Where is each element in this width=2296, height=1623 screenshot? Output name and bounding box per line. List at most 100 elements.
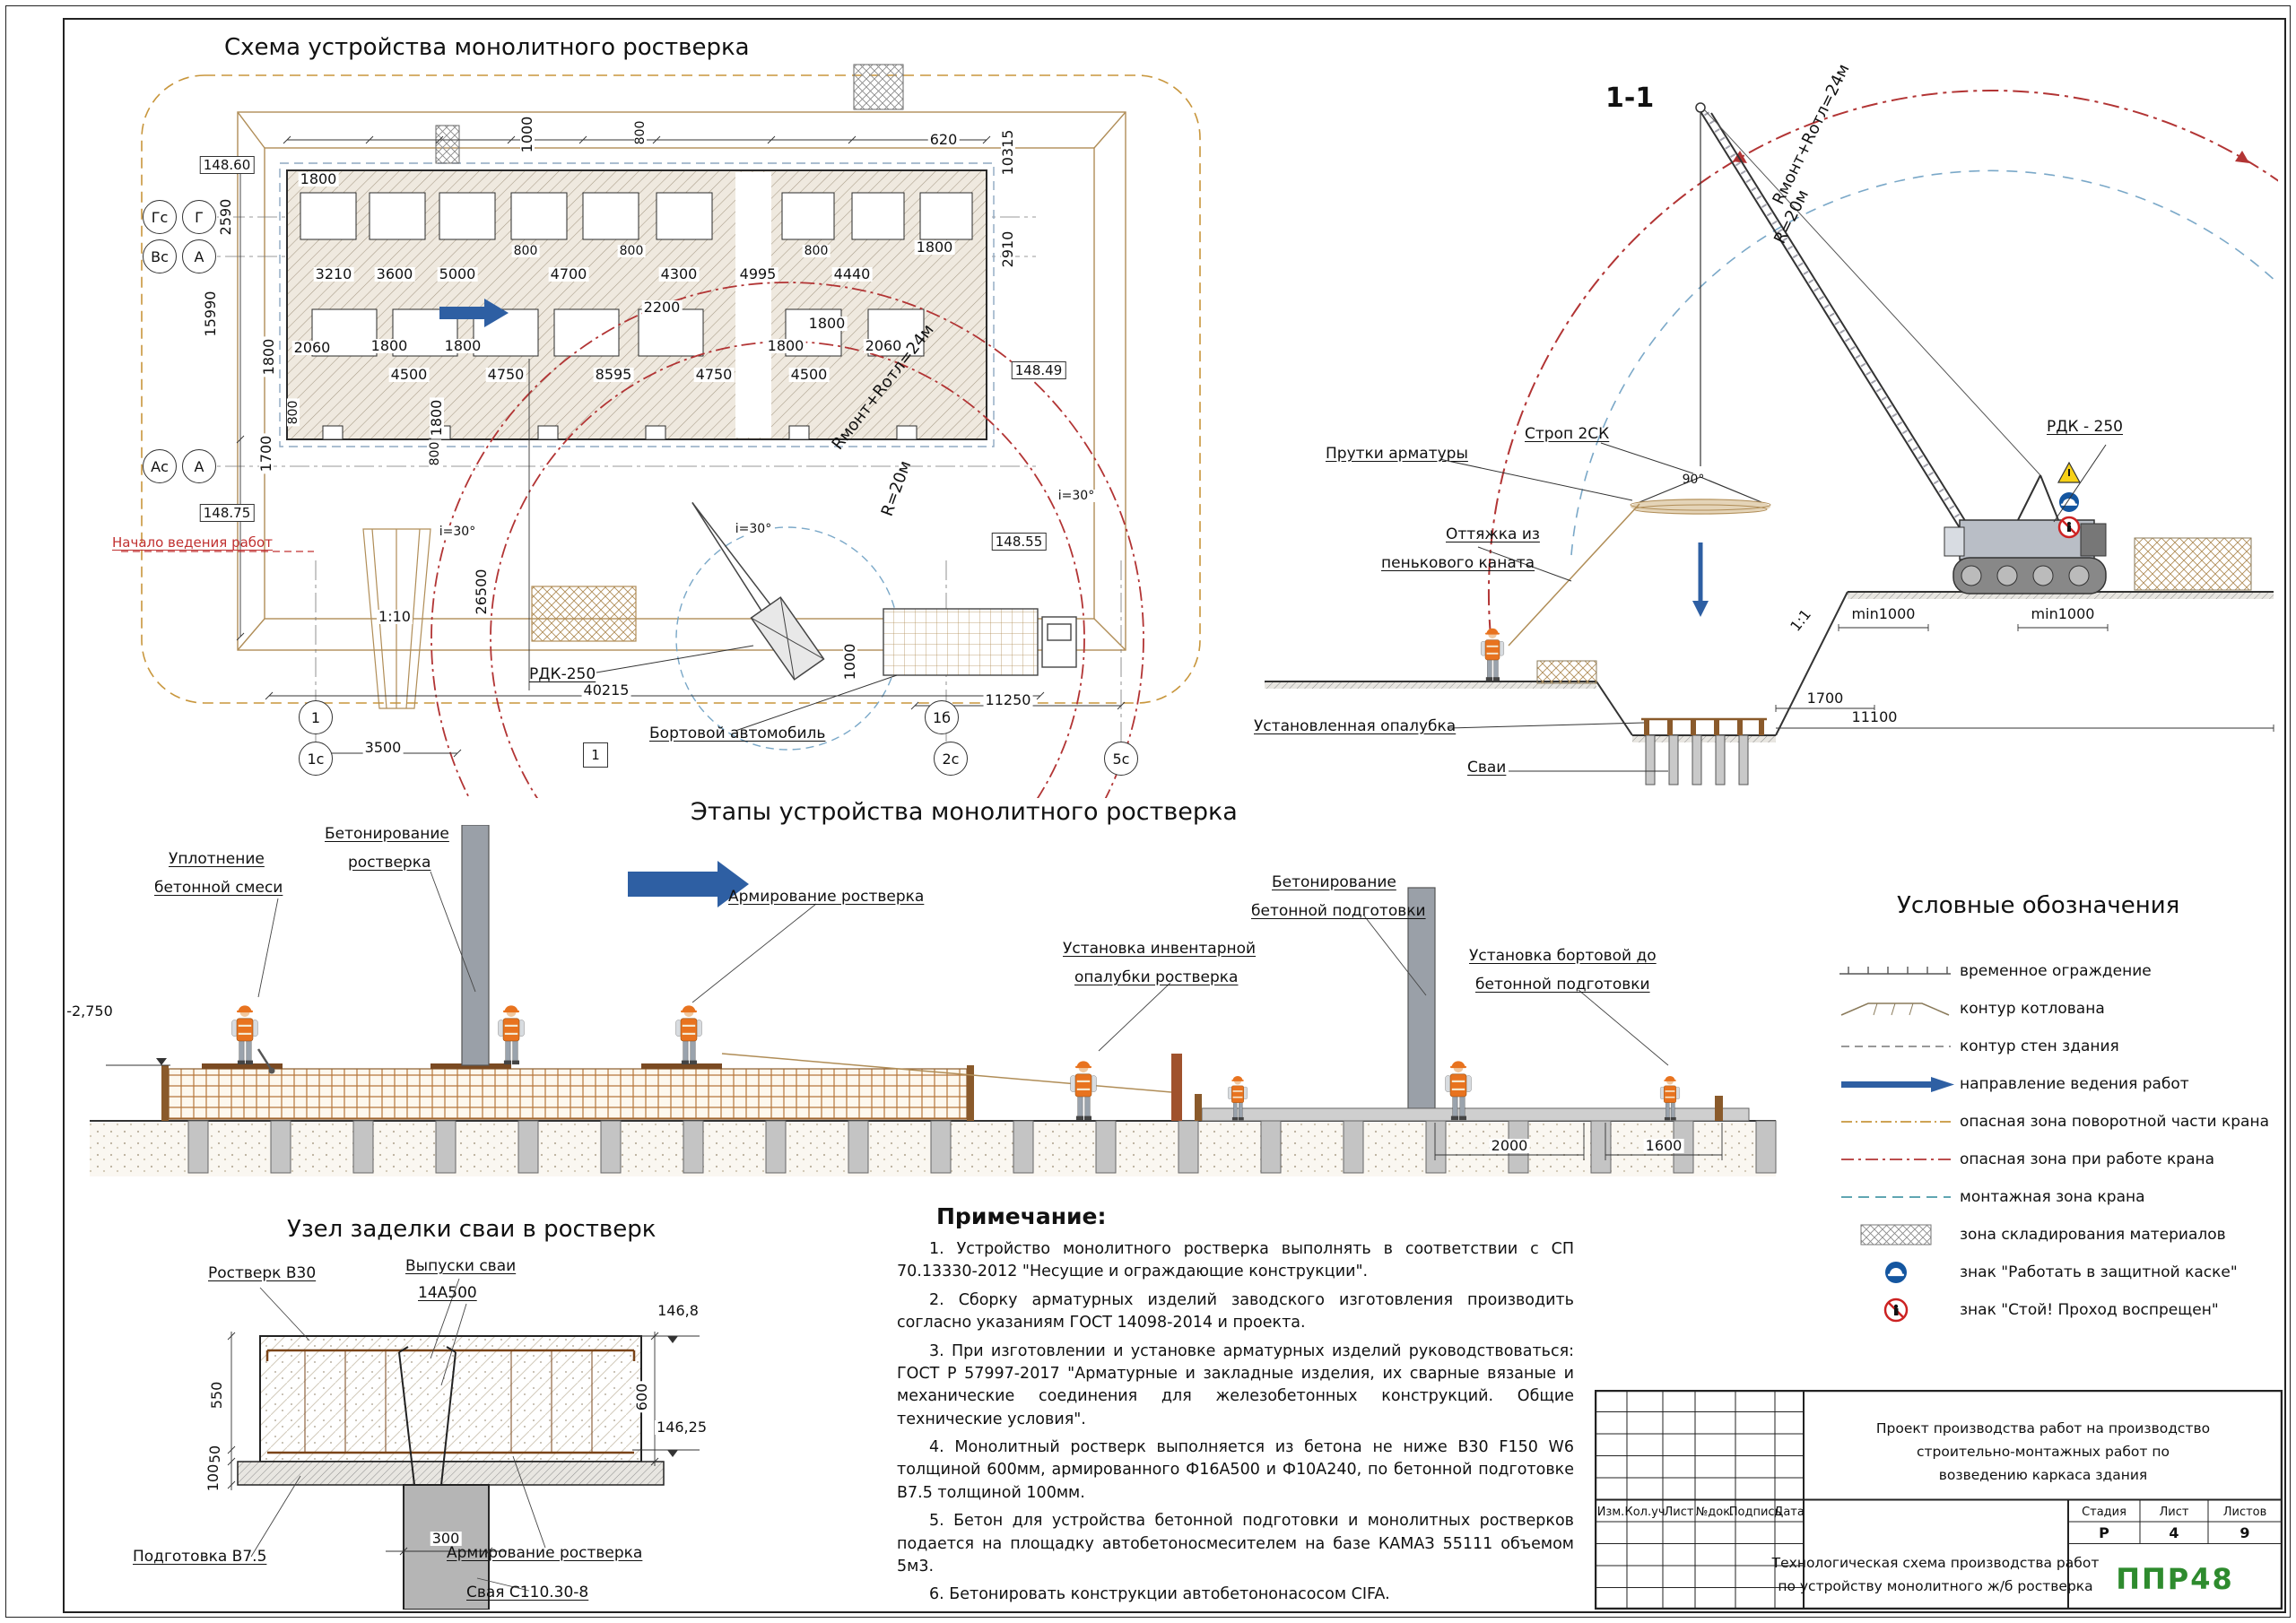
worker-figure: [1480, 627, 1505, 681]
section-leaders: [1439, 442, 2107, 772]
note-item: 2. Сборку арматурных изделий заводского …: [897, 1290, 1574, 1332]
section-title: 1-1: [1605, 82, 1655, 114]
crane-plan-label: РДК-250: [529, 665, 596, 683]
elevation-label: 146,25: [655, 1419, 709, 1436]
grid-bubble: 1б: [925, 700, 959, 734]
legend: временное ограждение контур котлована ко…: [1834, 952, 2287, 1329]
sling-label: Строп 2СК: [1525, 425, 1610, 443]
note-item: 6. Бетонировать конструкции автобетонона…: [929, 1585, 1390, 1604]
drawing-frame: [63, 18, 2286, 1613]
swing-danger-zone-contour: [141, 74, 1201, 704]
note-item: 3. При изготовлении и установке арматурн…: [897, 1341, 1574, 1428]
storage-zone-section: [2134, 537, 2252, 591]
work-direction-arrow: [628, 861, 749, 907]
truck-label: Бортовой автомобиль: [649, 725, 826, 742]
elevation-tick: [667, 1336, 678, 1343]
section-drawing: [1265, 90, 2278, 785]
company-logo: ППР48: [2116, 1562, 2234, 1596]
dim-label: 2060: [291, 339, 333, 356]
pile: [403, 1484, 490, 1610]
dim-label: 800: [428, 439, 442, 468]
dim-label: 1800: [806, 315, 848, 332]
grid-bubble: 2с: [934, 742, 968, 776]
title-block: Изм. Кол.уч Лист №док. Подпись Дата Прое…: [1595, 1390, 2283, 1610]
sheet-value: 4: [2169, 1524, 2179, 1541]
dim-label: 4500: [388, 366, 430, 383]
worker-figure: [674, 1004, 703, 1065]
section-dims: [1775, 624, 2274, 732]
dim-label: 2060: [863, 337, 904, 354]
section-cut-flag: 1: [583, 742, 608, 768]
dim-label: 1800: [428, 397, 445, 438]
slope-label: i=30°: [733, 522, 774, 536]
stages-drawing: [90, 825, 1777, 1176]
stage-label: Бетонирование: [325, 825, 449, 843]
crawler-crane: [1695, 102, 2107, 595]
dim-label: 800: [286, 398, 300, 427]
legend-item: контур котлована: [1834, 990, 2287, 1028]
elevation-mark: 148.75: [199, 504, 255, 522]
cap-rebar: [265, 1349, 636, 1454]
legend-title: Условные обозначения: [1897, 892, 2180, 919]
radius20-arc: [1570, 169, 2278, 556]
note-item: 1. Устройство монолитного ростверка выпо…: [897, 1240, 1574, 1281]
dim-label: 11100: [1849, 708, 1900, 725]
dim-label: 5000: [437, 265, 478, 282]
concrete-pipe: [1407, 887, 1436, 1109]
dim-label: 40215: [581, 681, 631, 699]
legend-item: контур стен здания: [1834, 1028, 2287, 1065]
rebar-stack: [1536, 660, 1597, 684]
axis-bubble: Ас: [143, 449, 177, 483]
work-direction-arrow-plan: [439, 299, 509, 327]
cap-label: Ростверк В30: [208, 1264, 317, 1282]
axis-bubble: Вс: [143, 239, 177, 273]
axis-bubble: А: [182, 239, 216, 273]
dim-label: 15990: [202, 289, 219, 339]
notes-block: Примечание: 1. Устройство монолитного ро…: [897, 1203, 1574, 1612]
stages-title: Этапы устройства монолитного ростверка: [691, 798, 1238, 826]
rev-col-header: Дата: [1774, 1506, 1805, 1519]
stage-label: ростверка: [348, 854, 431, 872]
stage-label: Установка бортовой до: [1469, 947, 1657, 965]
stage-label: Установка инвентарной: [1063, 940, 1257, 958]
stage-leaders: [257, 871, 1669, 1066]
installed-formwork: [1641, 717, 1767, 735]
edge-board: [1195, 1094, 1202, 1121]
piles-in-pit: [1645, 734, 1749, 785]
helmet-sign-icon: [1885, 1262, 1907, 1283]
dim-label: min1000: [2029, 605, 2097, 622]
arc-arrow: [1733, 151, 1747, 163]
rev-col-header: Изм.: [1597, 1506, 1625, 1519]
material-storage-zone: [531, 586, 637, 642]
dim-label: 620: [927, 131, 960, 148]
dim-label: 4995: [737, 265, 778, 282]
legend-item: монтажная зона крана: [1834, 1178, 2287, 1216]
dim-label: 4700: [548, 265, 589, 282]
dim-label: 4500: [788, 366, 830, 383]
stage-label: Бетонирование: [1272, 873, 1396, 891]
legend-item: опасная зона поворотной части крана: [1834, 1103, 2287, 1141]
elevation-tick: [106, 1058, 170, 1066]
dim-label: 26500: [473, 567, 490, 617]
stage-label: опалубки ростверка: [1074, 968, 1239, 986]
dim-label: 1800: [260, 336, 277, 378]
storage-zone-small: [435, 125, 460, 164]
storage-zone-top: [853, 64, 904, 110]
pile-label: Свая С110.30-8: [466, 1584, 589, 1601]
doc-title-line: Технологическая схема производства работ: [1771, 1555, 2100, 1571]
elevation-label: 146,8: [656, 1302, 700, 1319]
concrete-pipe: [461, 825, 490, 1066]
dim-label: 1800: [369, 337, 410, 354]
dim-label: 4300: [658, 265, 700, 282]
sheets-col-label: Листов: [2223, 1506, 2267, 1519]
legend-item: направление ведения работ: [1834, 1065, 2287, 1103]
dim-label: 1000: [841, 641, 858, 682]
plan-leaders: [596, 645, 898, 732]
stage-col-label: Стадия: [2082, 1506, 2126, 1519]
hoisted-load: [1508, 113, 1771, 647]
project-name-line: строительно-монтажных работ по: [1917, 1444, 2170, 1460]
dim-label: 3210: [313, 265, 354, 282]
dim-label: 600: [633, 1381, 650, 1413]
stage-dims: [1434, 1123, 1723, 1160]
